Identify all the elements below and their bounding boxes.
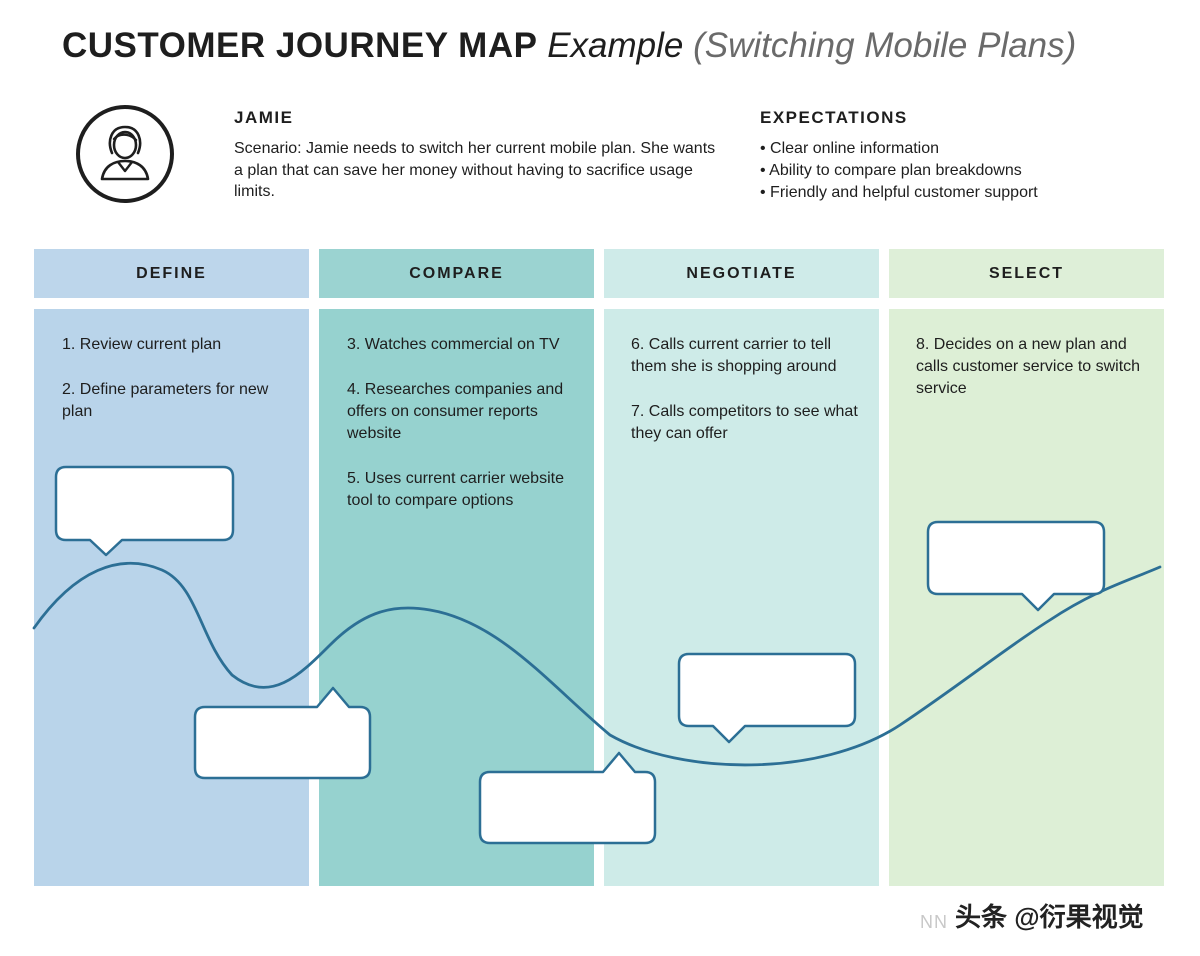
compare-steps: 3. Watches commercial on TV 4. Researche…: [347, 334, 575, 535]
select-steps: 8. Decides on a new plan and calls custo…: [916, 334, 1144, 423]
persona-scenario: Scenario: Jamie needs to switch her curr…: [234, 140, 716, 200]
speech-bubble-select: [926, 520, 1106, 612]
emotion-curve: [32, 561, 1162, 767]
stage-header-compare: COMPARE: [319, 249, 594, 298]
persona-panel: JAMIE Scenario: Jamie needs to switch he…: [234, 108, 724, 203]
step-item: 3. Watches commercial on TV: [347, 336, 560, 353]
source-credit: 头条 @衍果视觉: [955, 902, 1144, 932]
speech-bubble-compare: [478, 751, 657, 845]
expectations-panel: EXPECTATIONS • Clear online information …: [760, 108, 1180, 204]
stage-header-negotiate: NEGOTIATE: [604, 249, 879, 298]
speech-bubble-define-low: [193, 686, 372, 780]
title-example: Example: [547, 26, 684, 65]
page-title: CUSTOMER JOURNEY MAP Example (Switching …: [62, 26, 1076, 66]
step-item: 1. Review current plan: [62, 336, 222, 353]
step-item: 4. Researches companies and offers on co…: [347, 381, 564, 442]
persona-name: JAMIE: [234, 108, 294, 127]
user-avatar-icon: [76, 105, 174, 203]
stage-header-define: DEFINE: [34, 249, 309, 298]
step-item: 7. Calls competitors to see what they ca…: [631, 403, 858, 442]
define-steps: 1. Review current plan 2. Define paramet…: [62, 334, 290, 446]
speech-bubble-define: [54, 465, 235, 557]
step-item: 6. Calls current carrier to tell them sh…: [631, 336, 837, 375]
expectation-item: • Clear online information: [760, 140, 940, 157]
brand-mark: NN: [920, 912, 948, 932]
expectation-item: • Friendly and helpful customer support: [760, 184, 1038, 201]
expectations-heading: EXPECTATIONS: [760, 108, 908, 127]
stage-body-define: [34, 309, 309, 886]
expectations-list: • Clear online information • Ability to …: [760, 138, 1180, 204]
step-item: 5. Uses current carrier website tool to …: [347, 470, 564, 509]
expectation-item: • Ability to compare plan breakdowns: [760, 162, 1022, 179]
step-item: 8. Decides on a new plan and calls custo…: [916, 336, 1141, 397]
stage-header-select: SELECT: [889, 249, 1164, 298]
negotiate-steps: 6. Calls current carrier to tell them sh…: [631, 334, 859, 468]
speech-bubble-negotiate: [677, 652, 857, 744]
title-main: CUSTOMER JOURNEY MAP: [62, 26, 538, 65]
title-subtitle: (Switching Mobile Plans): [693, 26, 1077, 65]
step-item: 2. Define parameters for new plan: [62, 381, 269, 420]
